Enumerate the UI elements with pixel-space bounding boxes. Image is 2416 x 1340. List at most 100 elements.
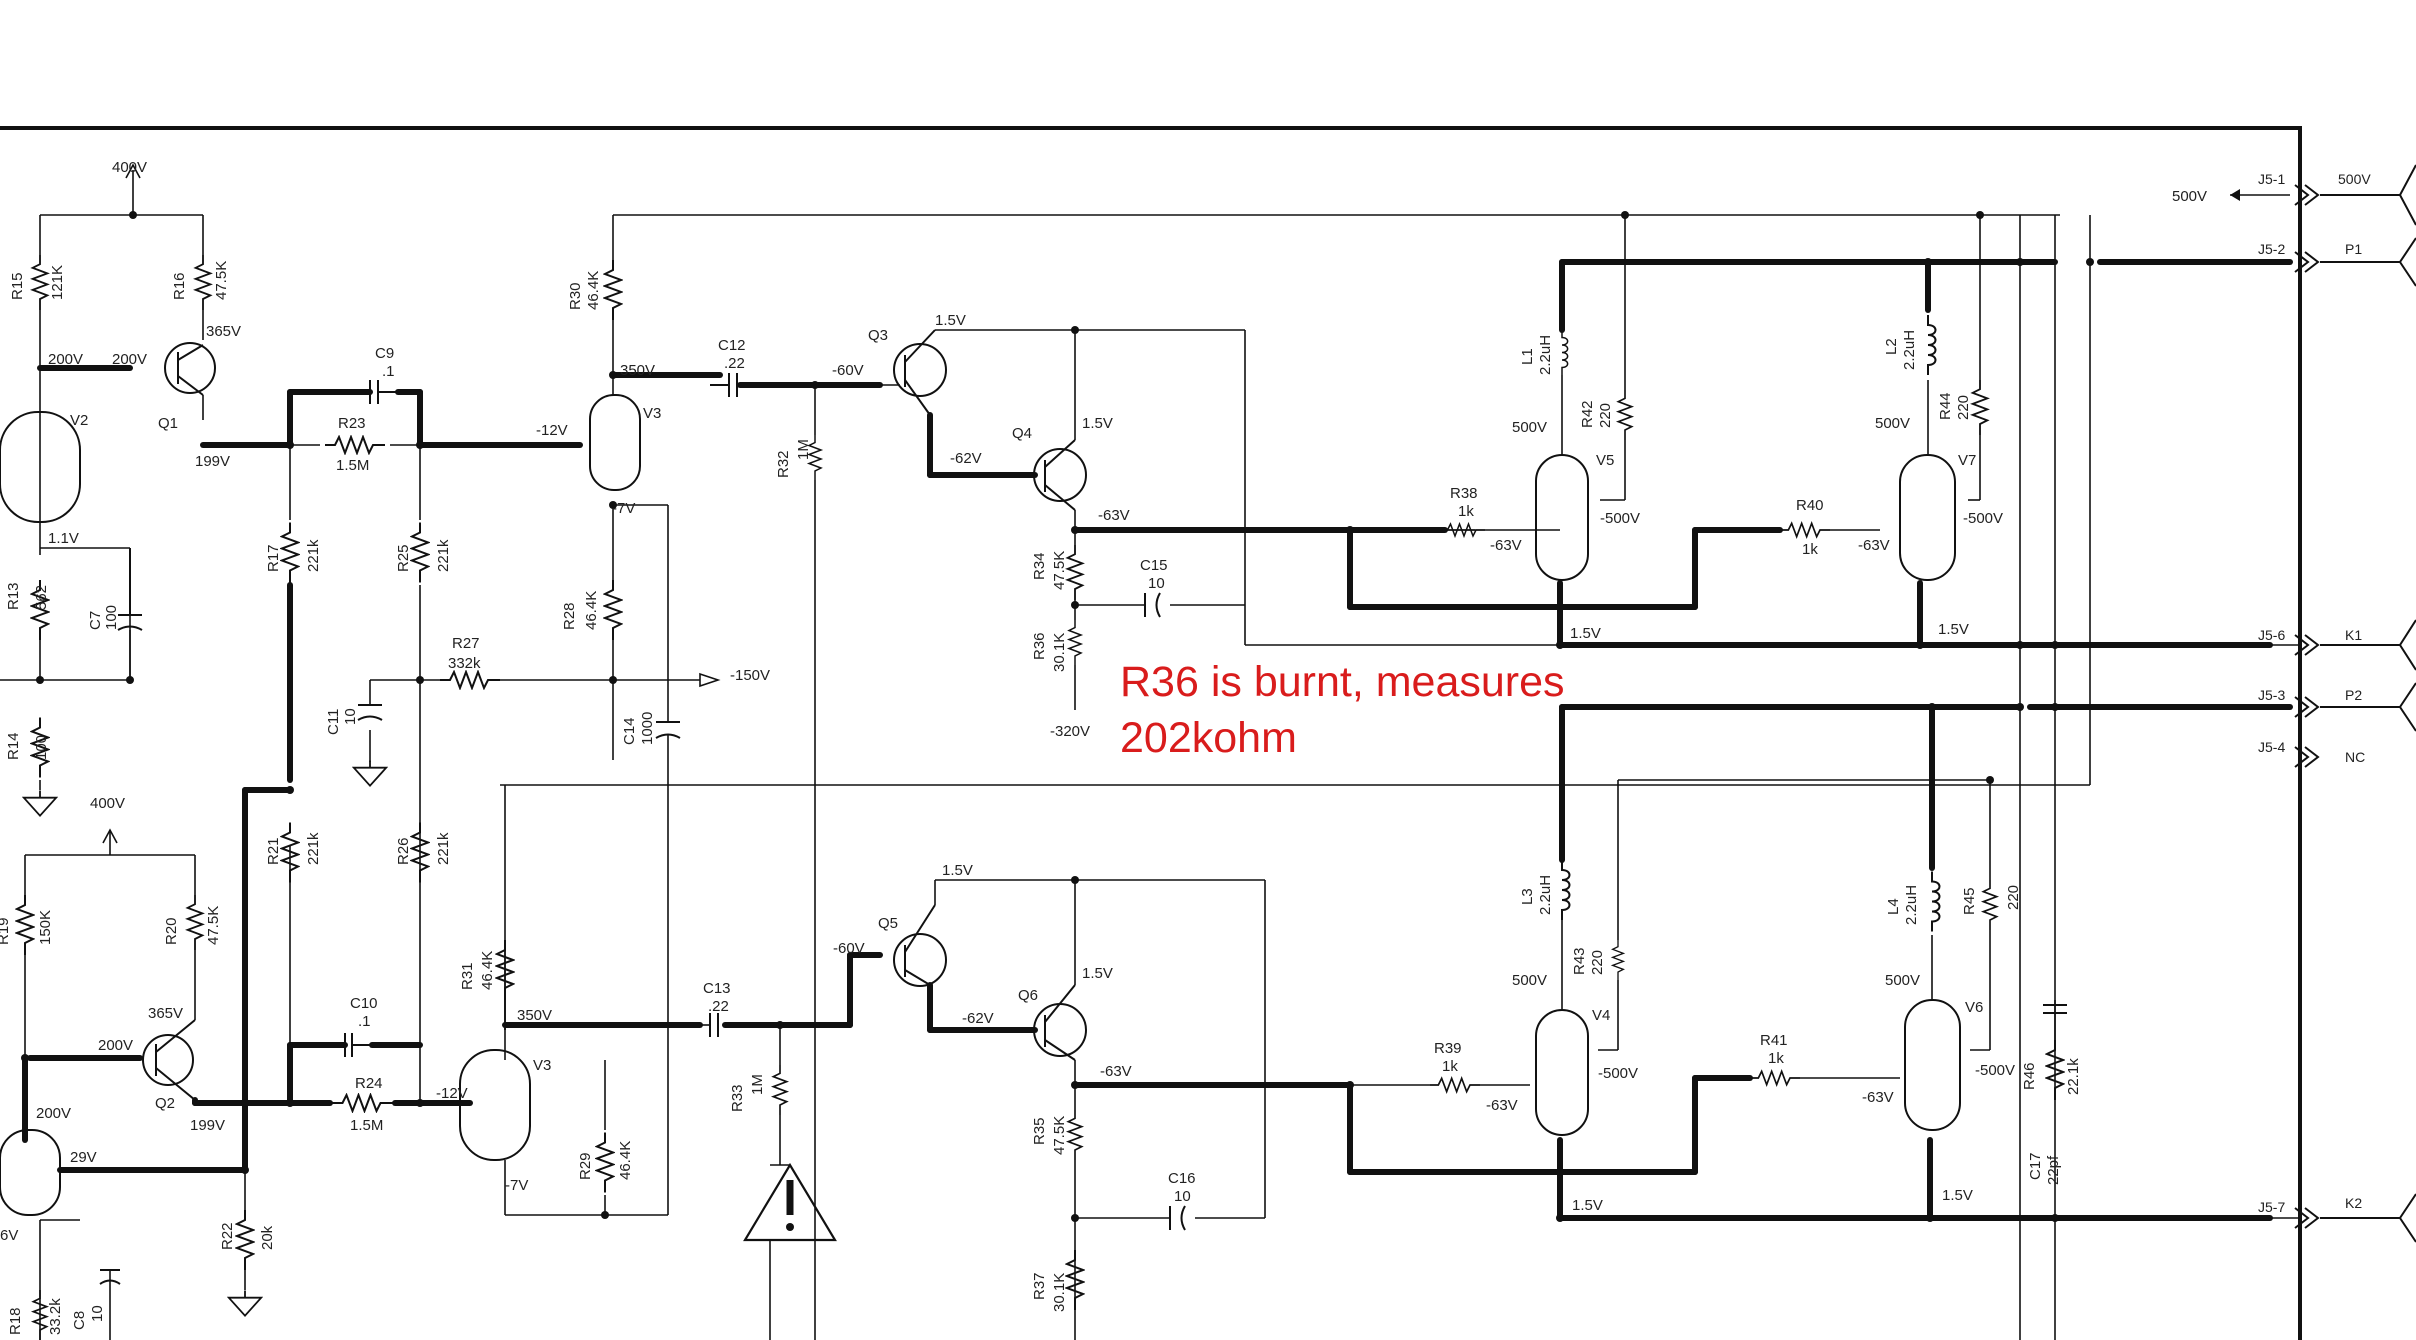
r37-ref: R37 xyxy=(1031,1272,1048,1300)
r40-ref: R40 xyxy=(1796,497,1824,514)
q1-ref: Q1 xyxy=(158,415,178,432)
voltage-500-v7: 500V xyxy=(1875,415,1910,432)
component-labels: R13 562 R14 100 R15 121K R16 47.5K R17 2… xyxy=(0,261,2082,1335)
c11-value: 10 xyxy=(342,708,359,725)
c12-ref: C12 xyxy=(718,337,746,354)
r20-ref: R20 xyxy=(163,917,180,945)
voltage-labels: 400V 400V 365V 365V 200V 200V 200V 200V … xyxy=(0,159,2207,1244)
voltage-350-top: 350V xyxy=(620,362,655,379)
voltage-m63-v5: -63V xyxy=(1490,537,1522,554)
r26-value: 221k xyxy=(435,832,452,865)
r31-ref: R31 xyxy=(459,962,476,990)
r25-ref: R25 xyxy=(395,544,412,572)
annotation-line-1: R36 is burnt, measures xyxy=(1120,658,1565,706)
j5-pin-6: J5-6 xyxy=(2258,627,2285,643)
r38-ref: R38 xyxy=(1450,485,1478,502)
c15-value: 10 xyxy=(1148,575,1165,592)
j5-net-1: 500V xyxy=(2338,171,2371,187)
j5-pin-4: J5-4 xyxy=(2258,739,2285,755)
voltage-m63-v6: -63V xyxy=(1862,1089,1894,1106)
c9-value: .1 xyxy=(382,363,395,380)
r46-ref: R46 xyxy=(2021,1062,2038,1090)
l4-value: 2.2uH xyxy=(1903,885,1920,925)
r41-ref: R41 xyxy=(1760,1032,1788,1049)
r21-value: 221k xyxy=(305,832,322,865)
voltage-m500-v5: -500V xyxy=(1600,510,1640,527)
r35-value: 47.5K xyxy=(1051,1116,1068,1155)
l1-value: 2.2uH xyxy=(1537,335,1554,375)
j5-net-2: P1 xyxy=(2345,241,2362,257)
c14-ref: C14 xyxy=(621,717,638,745)
r36-value: 30.1K xyxy=(1051,633,1068,672)
voltage-m63-q6: -63V xyxy=(1100,1063,1132,1080)
r30-ref: R30 xyxy=(567,282,584,310)
voltage-m150: -150V xyxy=(730,667,770,684)
r27-value: 332k xyxy=(448,655,481,672)
voltage-m63-v4: -63V xyxy=(1486,1097,1518,1114)
voltage-500-v6: 500V xyxy=(1885,972,1920,989)
v5-ref: V5 xyxy=(1596,452,1614,469)
voltage-6: 6V xyxy=(0,1227,18,1244)
r19-value: 150K xyxy=(37,910,54,945)
j5-net-3: P2 xyxy=(2345,687,2362,703)
r26-ref: R26 xyxy=(395,837,412,865)
r16-ref: R16 xyxy=(171,272,188,300)
voltage-1-5-v6: 1.5V xyxy=(1942,1187,1973,1204)
r46-value: 22.1k xyxy=(2065,1058,2082,1095)
voltage-1-5-q5: 1.5V xyxy=(942,862,973,879)
r28-value: 46.4K xyxy=(583,591,600,630)
tube-symbols xyxy=(0,394,1961,1216)
transistor-symbols xyxy=(142,329,1087,1101)
voltage-199-bottom: 199V xyxy=(190,1117,225,1134)
voltage-1-1: 1.1V xyxy=(48,530,79,547)
q3-ref: Q3 xyxy=(868,327,888,344)
v3-top-ref: V3 xyxy=(643,405,661,422)
c9-ref: C9 xyxy=(375,345,394,362)
r14-ref: R14 xyxy=(5,732,22,760)
voltage-m60-top: -60V xyxy=(832,362,864,379)
voltage-1-5-v4: 1.5V xyxy=(1572,1197,1603,1214)
r17-ref: R17 xyxy=(265,544,282,572)
voltage-500-v5: 500V xyxy=(1512,419,1547,436)
voltage-29: 29V xyxy=(70,1149,97,1166)
c13-value: .22 xyxy=(708,998,729,1015)
q2-ref: Q2 xyxy=(155,1095,175,1112)
r40-value: 1k xyxy=(1802,541,1818,558)
voltage-m500-v6: -500V xyxy=(1975,1062,2015,1079)
connector-arrows xyxy=(2294,164,2416,1243)
c11-ref: C11 xyxy=(325,709,342,735)
r45-value: 220 xyxy=(2005,885,2022,910)
capacitor-symbols xyxy=(99,373,2067,1285)
j5-net-4: NC xyxy=(2345,749,2365,765)
r20-value: 47.5K xyxy=(205,906,222,945)
voltage-350-bottom: 350V xyxy=(517,1007,552,1024)
r18-value: 33.2k xyxy=(47,1298,64,1335)
r37-value: 30.1K xyxy=(1051,1273,1068,1312)
j5-net-7: K2 xyxy=(2345,1195,2362,1211)
r23-value: 1.5M xyxy=(336,457,369,474)
r16-value: 47.5K xyxy=(213,261,230,300)
v6-ref: V6 xyxy=(1965,999,1983,1016)
v2-ref: V2 xyxy=(70,412,88,429)
voltage-m500-v7: -500V xyxy=(1963,510,2003,527)
connector-labels: J5-1 500V J5-2 P1 J5-6 K1 J5-3 P2 J5-4 N… xyxy=(2258,171,2371,1215)
r42-value: 220 xyxy=(1597,403,1614,428)
c16-value: 10 xyxy=(1174,1188,1191,1205)
v3-bottom-ref: V3 xyxy=(533,1057,551,1074)
c7-ref: C7 xyxy=(87,611,104,630)
r13-ref: R13 xyxy=(5,582,22,610)
voltage-200-b: 200V xyxy=(112,351,147,368)
r21-ref: R21 xyxy=(265,837,282,865)
voltage-500-arrow: 500V xyxy=(2172,188,2207,205)
r41-value: 1k xyxy=(1768,1050,1784,1067)
voltage-m63-v7: -63V xyxy=(1858,537,1890,554)
v4-ref: V4 xyxy=(1592,1007,1610,1024)
voltage-1-5-v7: 1.5V xyxy=(1938,621,1969,638)
r36-ref: R36 xyxy=(1031,632,1048,660)
c15-ref: C15 xyxy=(1140,557,1168,574)
r32-ref: R32 xyxy=(775,450,792,478)
q6-ref: Q6 xyxy=(1018,987,1038,1004)
r34-ref: R34 xyxy=(1031,552,1048,580)
c17-ref: C17 xyxy=(2027,1152,2044,1180)
